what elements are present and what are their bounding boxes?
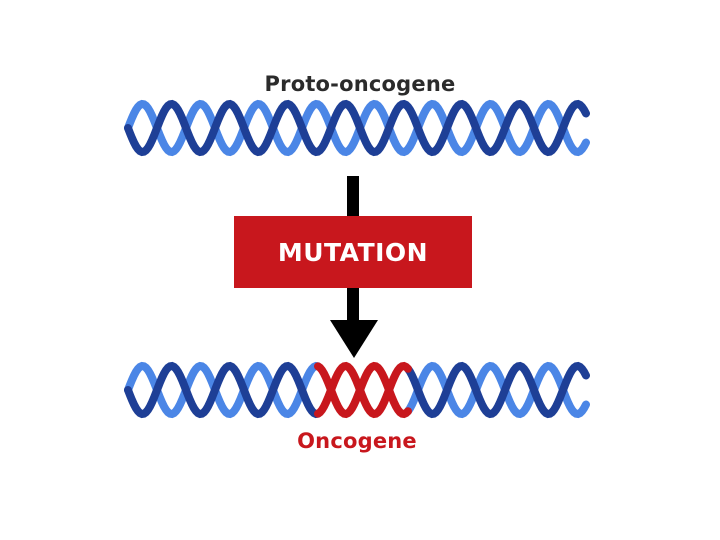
mutation-label: MUTATION xyxy=(277,237,429,267)
helix-strand-light xyxy=(124,99,590,157)
mutation-box: MUTATION xyxy=(234,216,472,288)
oncogene-label: Oncogene xyxy=(297,429,417,453)
proto-oncogene-label: Proto-oncogene xyxy=(264,72,456,96)
arrow-shaft-bottom xyxy=(347,288,359,322)
oncogene-helix xyxy=(124,361,590,419)
arrow-head xyxy=(330,320,378,358)
mutated-segment xyxy=(314,361,412,419)
helix-strand-light xyxy=(404,361,590,419)
helix-strand-dark xyxy=(124,99,590,157)
arrow-shaft-top xyxy=(347,176,359,216)
proto-oncogene-helix xyxy=(124,99,590,157)
helix-strand-dark xyxy=(124,361,322,419)
helix-strand-light xyxy=(124,361,322,419)
helix-strand-dark xyxy=(404,361,590,419)
